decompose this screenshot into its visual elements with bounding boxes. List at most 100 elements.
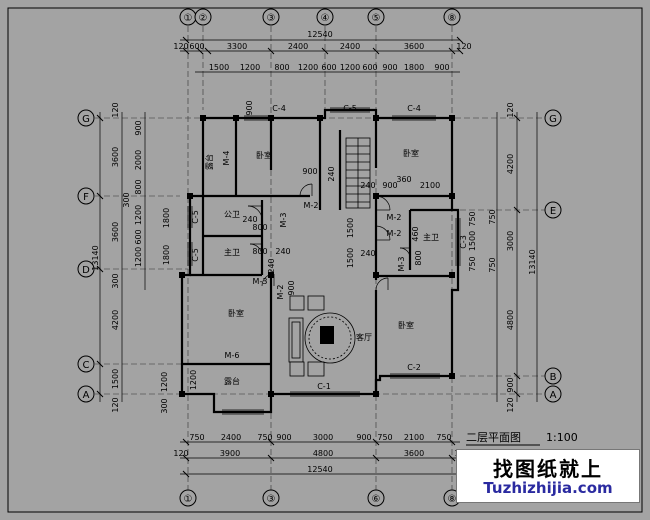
watermark-banner: 找图纸就上 Tuzhizhijia.com [456, 449, 640, 503]
dim-left3-a: 1800 [162, 208, 171, 228]
dim-left-d: 300 [111, 273, 120, 288]
dim-bot1-g: 750 [377, 433, 392, 442]
dim-bot2-b: 3900 [220, 449, 240, 458]
label-c5-left-b: C-5 [191, 248, 200, 262]
dim-top1-f: 3600 [404, 42, 424, 51]
axis-bubbles-right [544, 109, 562, 403]
dim-right-f: 4800 [506, 310, 515, 330]
dim-right-d: 3000 [506, 231, 515, 251]
dim-left-a: 120 [111, 102, 120, 117]
idim-2100: 2100 [420, 181, 440, 190]
room-bedroom-se: 卧室 [398, 320, 414, 330]
idim-240-f: 240 [242, 215, 257, 224]
dim-top2-c: 800 [274, 63, 289, 72]
dim-top1-b: 600 [189, 42, 204, 51]
dim-left2-d: 300 [122, 192, 131, 207]
idim-240-d: 240 [275, 247, 290, 256]
dim-right-g: 900 [506, 377, 515, 392]
dimension-ticks [96, 36, 521, 478]
dim-top1-g: 120 [456, 42, 471, 51]
dim-left-f: 1500 [111, 369, 120, 389]
drawing-frame [7, 7, 643, 513]
room-bath-master-e: 主卫 [423, 232, 439, 242]
dim-left2-f: 600 [134, 229, 143, 244]
dim-bot1-f: 900 [356, 433, 371, 442]
axis-label-bottom-3: ③ [267, 494, 276, 505]
dim-left-g: 120 [111, 397, 120, 412]
watermark-url: Tuzhizhijia.com [483, 479, 613, 497]
dim-bot1-e: 3000 [313, 433, 333, 442]
room-balcony-s: 露台 [224, 376, 240, 386]
idim-900-a: 900 [245, 100, 254, 115]
dim-top2-h: 900 [382, 63, 397, 72]
dim-top2-j: 900 [434, 63, 449, 72]
dim-bottom-total: 12540 [307, 465, 332, 474]
axis-bubbles-top [179, 8, 461, 26]
idim-1500-b: 1500 [346, 248, 355, 268]
label-m2-b: M-2 [387, 213, 402, 222]
axis-label-left-a: A [83, 390, 90, 401]
axis-label-top-2: ② [199, 13, 208, 24]
plan-title: 二层平面图 [466, 431, 521, 444]
dim-top1-e: 2400 [340, 42, 360, 51]
dim-top2-b: 1200 [240, 63, 260, 72]
label-m2-d: M-2 [276, 285, 285, 300]
dim-left3-c: 1200 [160, 372, 169, 392]
round-rug [304, 312, 356, 364]
dim-right-total: 13140 [528, 249, 537, 274]
idim-360: 360 [396, 175, 411, 184]
axis-label-top-5: ⑤ [372, 13, 381, 24]
dim-top1-a: 120 [173, 42, 188, 51]
dim-top2-i: 1800 [404, 63, 424, 72]
dim-top2-f: 1200 [340, 63, 360, 72]
axis-label-bottom-8: ⑧ [448, 494, 457, 505]
idim-800-c: 800 [252, 223, 267, 232]
idim-1200: 1200 [189, 370, 198, 390]
windows [187, 107, 461, 415]
dim-right2-c: 750 [468, 256, 477, 271]
axis-bubbles-left [77, 109, 95, 403]
dim-left2-a: 900 [134, 120, 143, 135]
dim-bot2-a: 120 [173, 449, 188, 458]
plan-scale: 1:100 [546, 431, 578, 444]
axis-label-left-f: F [83, 192, 89, 203]
label-m4: M-4 [222, 151, 231, 166]
columns [179, 115, 455, 397]
axis-label-right-g: G [549, 114, 557, 125]
dim-top2-a: 1500 [209, 63, 229, 72]
dim-bot1-a: 750 [189, 433, 204, 442]
dim-left-b: 3600 [111, 147, 120, 167]
axis-label-top-4: ④ [321, 13, 330, 24]
axis-label-left-d: D [82, 265, 90, 276]
dim-top1-d: 2400 [288, 42, 308, 51]
dim-left2-c: 800 [134, 179, 143, 194]
dim-bot2-c: 4800 [313, 449, 333, 458]
room-living: 客厅 [356, 332, 372, 342]
dim-left-e: 4200 [111, 310, 120, 330]
axis-label-top-8: ⑧ [448, 13, 457, 24]
idim-800-b: 800 [414, 250, 423, 265]
axis-label-bottom-1: ① [184, 494, 193, 505]
idim-900-c: 900 [382, 181, 397, 190]
label-c2: C-2 [407, 363, 421, 372]
axis-label-bottom-6: ⑥ [372, 494, 381, 505]
label-c4-right: C-4 [407, 104, 421, 113]
room-balcony-n: 露台 [204, 154, 214, 170]
label-c4-left: C-4 [272, 104, 286, 113]
dim-right-h: 120 [506, 397, 515, 412]
dim-top-total: 12540 [307, 30, 332, 39]
axis-label-right-b: B [550, 372, 557, 383]
sofa-set [288, 295, 325, 377]
room-bedroom-sw: 卧室 [228, 308, 244, 318]
dim-right-b: 4200 [506, 154, 515, 174]
dim-right-e: 750 [488, 257, 497, 272]
dim-left-total: 13140 [91, 245, 100, 270]
walls [180, 108, 460, 414]
dim-bot1-b: 2400 [221, 433, 241, 442]
dim-top1-c: 3300 [227, 42, 247, 51]
label-c3: C-3 [459, 235, 468, 249]
staircase [345, 137, 371, 209]
dim-bot1-c: 750 [257, 433, 272, 442]
watermark-text: 找图纸就上 [493, 457, 603, 481]
